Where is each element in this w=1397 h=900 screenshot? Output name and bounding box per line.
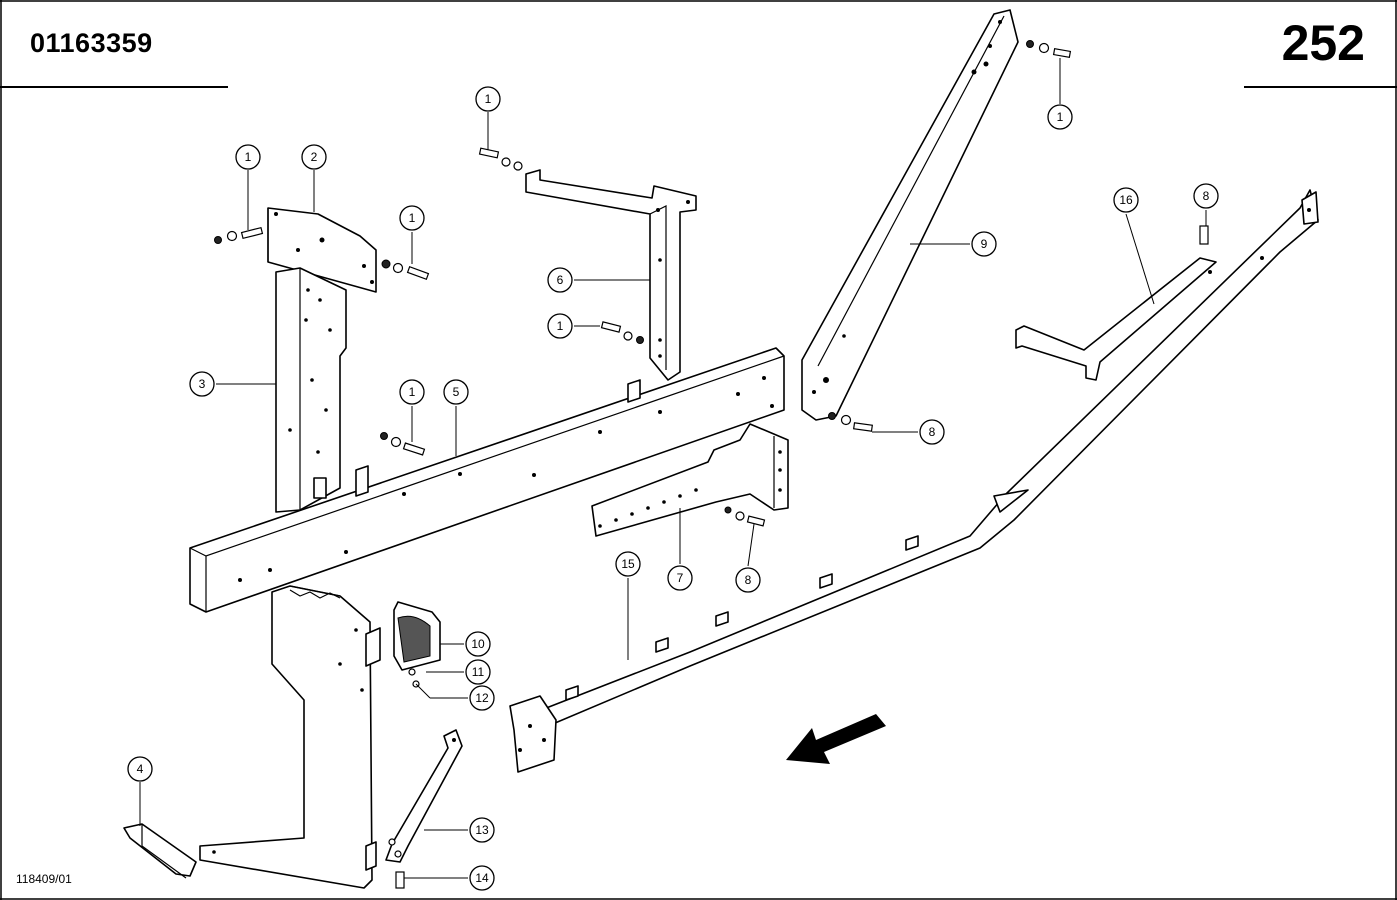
part-4-angle-bracket	[123, 823, 197, 879]
svg-text:12: 12	[475, 691, 489, 705]
svg-text:10: 10	[471, 637, 485, 651]
callout-5: 5	[443, 379, 469, 405]
part-14-bolt	[395, 871, 405, 889]
part-5-cross-beam	[189, 347, 785, 613]
part-3-upper-post	[275, 267, 347, 513]
callout-16: 16	[1113, 187, 1139, 213]
callout-4: 4	[127, 756, 153, 782]
svg-text:1: 1	[485, 92, 492, 106]
part-13-link-strut	[385, 729, 463, 863]
svg-text:1: 1	[409, 385, 416, 399]
svg-text:7: 7	[677, 571, 684, 585]
svg-text:6: 6	[557, 273, 564, 287]
arrow-down-left-icon	[786, 714, 886, 764]
part-15-side-rail	[509, 189, 1319, 773]
callout-1: 1	[547, 313, 573, 339]
callout-labels: 1 2 1 1 6 1 3 1 5 1 9 16 8 8 15 7 8 10 1…	[127, 86, 1219, 891]
svg-text:8: 8	[745, 573, 752, 587]
callout-8: 8	[735, 567, 761, 593]
page-number: 252	[1281, 15, 1365, 71]
callout-1: 1	[399, 379, 425, 405]
callout-8: 8	[1193, 183, 1219, 209]
callout-11: 11	[465, 659, 491, 685]
part-10-pad	[393, 601, 441, 688]
part-3-lower-post	[199, 585, 381, 889]
svg-text:15: 15	[621, 557, 635, 571]
svg-text:3: 3	[199, 377, 206, 391]
svg-text:1: 1	[557, 319, 564, 333]
svg-text:13: 13	[475, 823, 489, 837]
callout-1: 1	[1047, 104, 1073, 130]
callout-8: 8	[919, 419, 945, 445]
callout-9: 9	[971, 231, 997, 257]
callout-13: 13	[469, 817, 495, 843]
callout-12: 12	[469, 685, 495, 711]
callout-1: 1	[235, 144, 261, 170]
callout-1: 1	[475, 86, 501, 112]
svg-text:4: 4	[137, 762, 144, 776]
part-6-upright-bracket	[525, 169, 697, 381]
callout-3: 3	[189, 371, 215, 397]
svg-text:8: 8	[1203, 189, 1210, 203]
fastener-hardware	[214, 40, 1209, 527]
svg-text:2: 2	[311, 150, 318, 164]
svg-text:1: 1	[245, 150, 252, 164]
part-9-diagonal-strut	[801, 9, 1019, 421]
callout-10: 10	[465, 631, 491, 657]
svg-text:16: 16	[1119, 193, 1133, 207]
svg-text:5: 5	[453, 385, 460, 399]
svg-text:1: 1	[409, 211, 416, 225]
part-2-bracket	[267, 207, 377, 293]
callout-1: 1	[399, 205, 425, 231]
part-number: 01163359	[30, 28, 153, 58]
drawing-reference-code: 118409/01	[16, 872, 72, 886]
callout-leaders	[139, 58, 1207, 879]
svg-text:14: 14	[475, 871, 489, 885]
svg-text:9: 9	[981, 237, 988, 251]
callout-15: 15	[615, 551, 641, 577]
part-16-support-bracket	[1015, 257, 1217, 381]
part-7-mounting-plate	[591, 423, 789, 537]
callout-2: 2	[301, 144, 327, 170]
svg-text:8: 8	[929, 425, 936, 439]
svg-text:11: 11	[472, 665, 485, 679]
callout-6: 6	[547, 267, 573, 293]
callout-7: 7	[667, 565, 693, 591]
svg-text:1: 1	[1057, 110, 1064, 124]
callout-14: 14	[469, 865, 495, 891]
